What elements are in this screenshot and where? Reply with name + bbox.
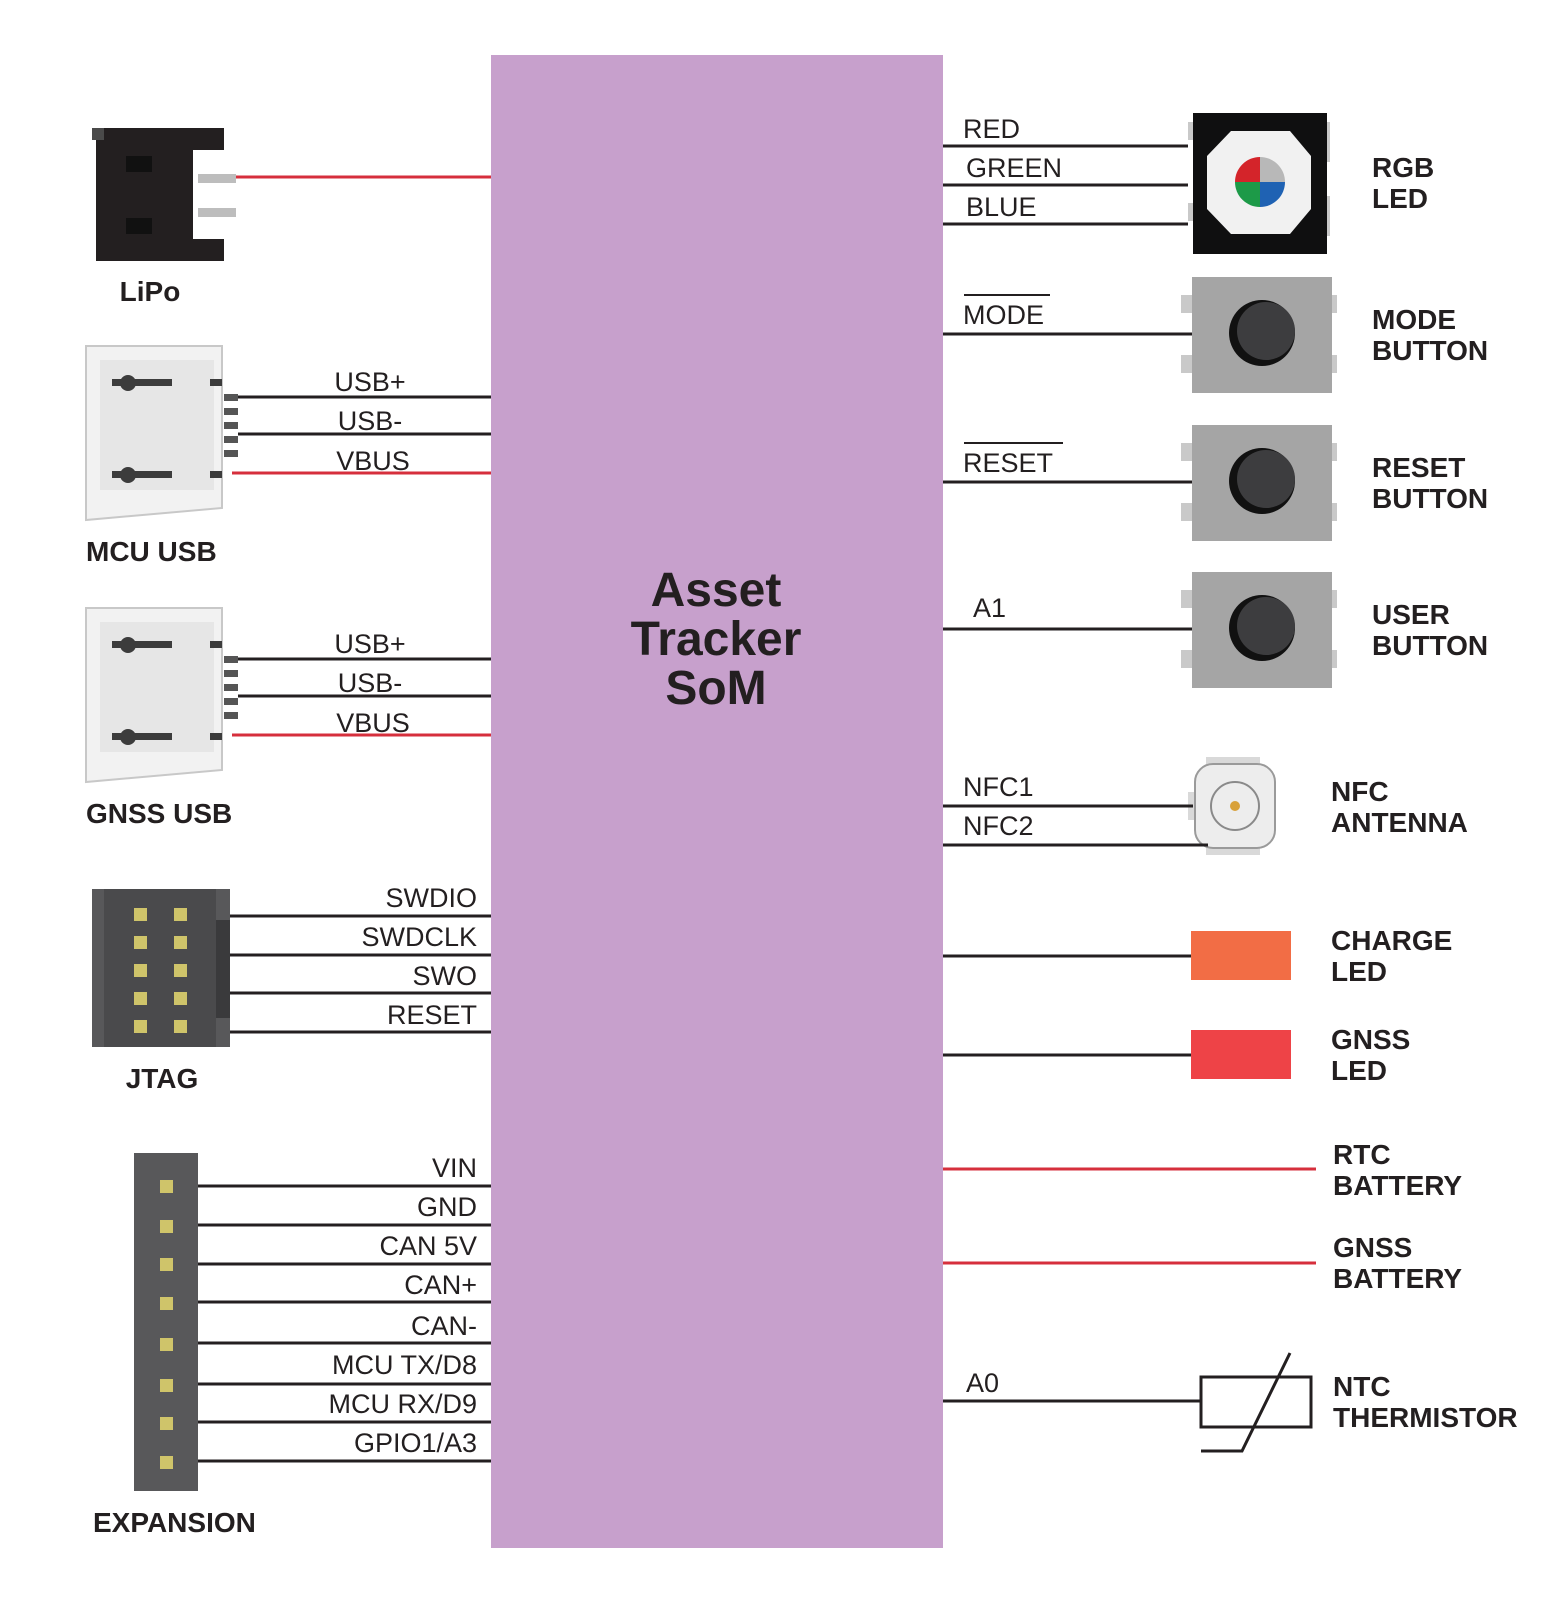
expansion-signal-canp: CAN+	[404, 1270, 477, 1300]
nfc-antenna-label-1: NFC	[1331, 776, 1389, 807]
thermistor-icon	[1199, 1352, 1313, 1453]
mcu-usb-label: MCU USB	[86, 536, 217, 567]
reset-signal: RESET	[963, 448, 1053, 478]
jtag-signal-swo: SWO	[413, 961, 478, 991]
rgb-led-label-2: LED	[1372, 183, 1428, 214]
jtag-signal-swdclk: SWDCLK	[361, 922, 477, 952]
nfc-signal-2: NFC2	[963, 811, 1034, 841]
rgb-signal-green: GREEN	[966, 153, 1062, 183]
gnss-led-label-2: LED	[1331, 1055, 1387, 1086]
mcu-usb-signal-usbn: USB-	[338, 406, 403, 436]
nfc-antenna-icon	[1188, 757, 1276, 855]
user-button-icon	[1181, 572, 1337, 688]
nfc-signal-1: NFC1	[963, 772, 1034, 802]
mode-button-label-2: BUTTON	[1372, 335, 1488, 366]
expansion-signal-cann: CAN-	[411, 1311, 477, 1341]
user-button-label-1: USER	[1372, 599, 1450, 630]
jtag-signal-reset: RESET	[387, 1000, 477, 1030]
expansion-label: EXPANSION	[93, 1507, 256, 1538]
gnss-usb-signal-vbus: VBUS	[336, 708, 410, 738]
gnss-usb-signal-usbp: USB+	[334, 629, 405, 659]
jtag-connector-icon	[92, 889, 230, 1047]
gnss-usb-signal-usbn: USB-	[338, 668, 403, 698]
lipo-label: LiPo	[120, 276, 181, 307]
som-title-line3: SoM	[665, 662, 766, 715]
som-title-line1: Asset	[651, 564, 782, 617]
gnss-battery-label-2: BATTERY	[1333, 1263, 1462, 1294]
expansion-signal-tx: MCU TX/D8	[332, 1350, 477, 1380]
thermistor-label-2: THERMISTOR	[1333, 1402, 1518, 1433]
user-button-label-2: BUTTON	[1372, 630, 1488, 661]
charge-led-label-1: CHARGE	[1331, 925, 1452, 956]
user-signal: A1	[973, 593, 1006, 623]
rtc-battery-label-1: RTC	[1333, 1139, 1391, 1170]
mcu-usb-signal-vbus: VBUS	[336, 446, 410, 476]
jtag-label: JTAG	[126, 1063, 199, 1094]
mode-button-icon	[1181, 277, 1337, 393]
rgb-signal-red: RED	[963, 114, 1020, 144]
nfc-antenna-label-2: ANTENNA	[1331, 807, 1468, 838]
expansion-signal-can5v: CAN 5V	[379, 1231, 477, 1261]
rtc-battery-label-2: BATTERY	[1333, 1170, 1462, 1201]
mode-button-label-1: MODE	[1372, 304, 1456, 335]
rgb-led-icon	[1188, 113, 1330, 254]
reset-button-label-2: BUTTON	[1372, 483, 1488, 514]
mcu-usb-connector-icon	[85, 345, 238, 522]
thermistor-label-1: NTC	[1333, 1371, 1391, 1402]
jtag-signal-swdio: SWDIO	[386, 883, 478, 913]
som-block	[491, 55, 943, 1548]
rgb-led-label-1: RGB	[1372, 152, 1434, 183]
mcu-usb-signal-usbp: USB+	[334, 367, 405, 397]
expansion-header-icon	[134, 1153, 198, 1491]
thermistor-signal: A0	[966, 1368, 999, 1398]
mode-signal: MODE	[963, 300, 1044, 330]
expansion-signal-gnd: GND	[417, 1192, 477, 1222]
charge-led-icon	[1191, 931, 1291, 980]
gnss-usb-connector-icon	[85, 607, 238, 784]
som-title-line2: Tracker	[631, 613, 802, 666]
expansion-signal-gpio1: GPIO1/A3	[354, 1428, 477, 1458]
expansion-signal-vin: VIN	[432, 1153, 477, 1183]
gnss-led-icon	[1191, 1030, 1291, 1079]
gnss-battery-label-1: GNSS	[1333, 1232, 1412, 1263]
charge-led-label-2: LED	[1331, 956, 1387, 987]
gnss-led-label-1: GNSS	[1331, 1024, 1410, 1055]
lipo-connector-icon	[92, 128, 236, 261]
expansion-signal-rx: MCU RX/D9	[328, 1389, 477, 1419]
rgb-signal-blue: BLUE	[966, 192, 1037, 222]
reset-button-label-1: RESET	[1372, 452, 1465, 483]
gnss-usb-label: GNSS USB	[86, 798, 232, 829]
reset-button-icon	[1181, 425, 1337, 541]
